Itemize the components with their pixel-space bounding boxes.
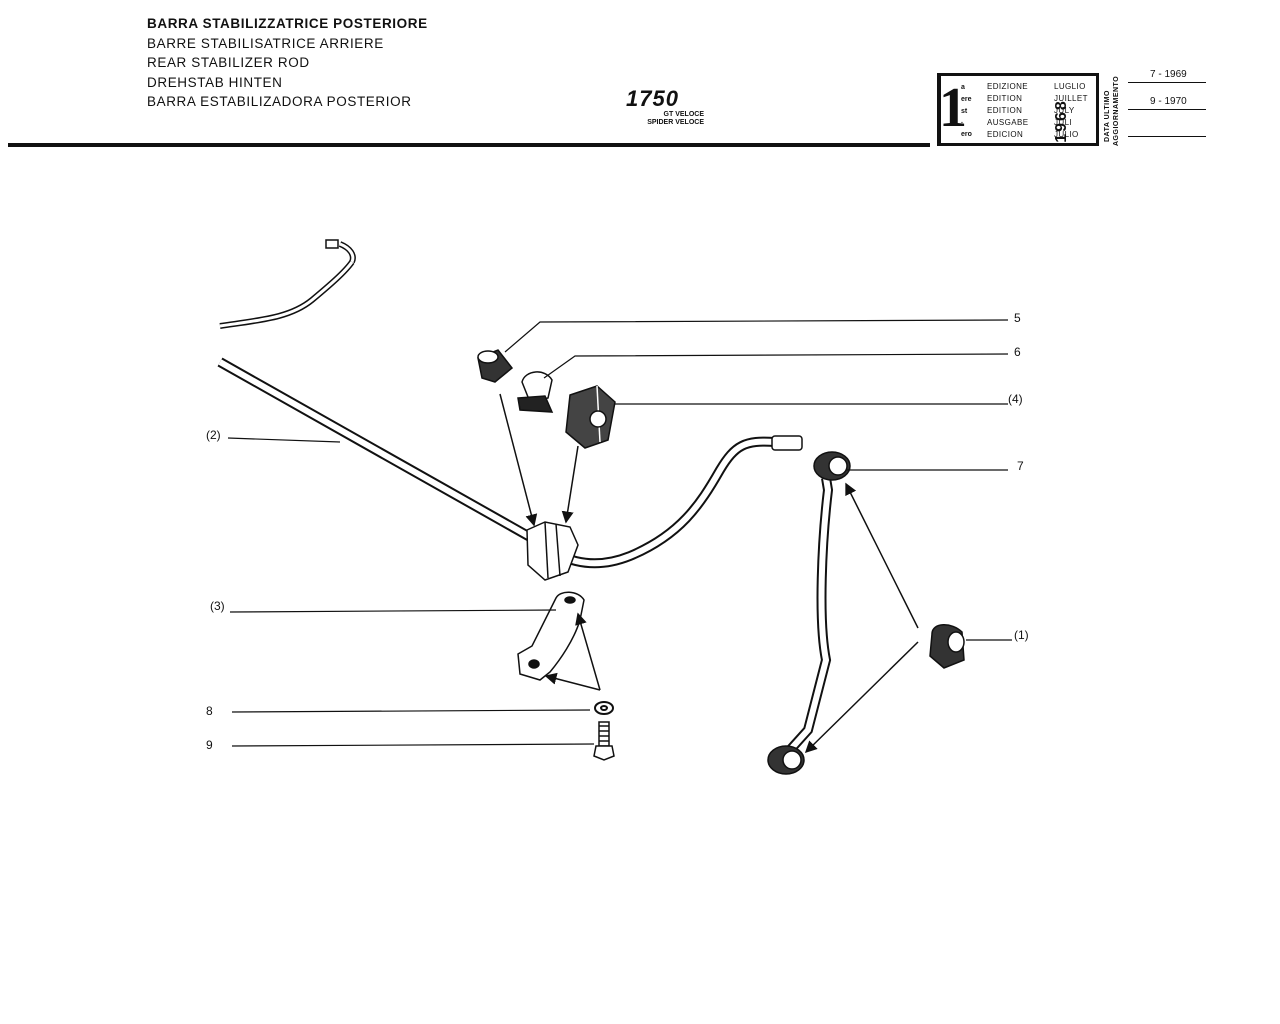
clamp-part-6	[517, 371, 554, 413]
leader-3	[229, 609, 557, 613]
edition-month: LUGLIO	[1054, 82, 1086, 91]
edition-suffix: a	[961, 84, 965, 91]
leader-8	[231, 709, 591, 713]
edition-label: EDITION	[987, 94, 1023, 103]
update-line	[1128, 109, 1206, 110]
mounted-bushing	[526, 521, 579, 581]
leader-2	[227, 437, 341, 443]
stabilizer-bar-rear-section	[219, 239, 356, 329]
bushing-part-5	[477, 349, 514, 383]
title-spanish: BARRA ESTABILIZADORA POSTERIOR	[147, 94, 412, 109]
bolt-part-9	[593, 721, 615, 761]
leader-6	[543, 353, 1009, 379]
link-part-7	[767, 451, 851, 775]
edition-numeral: 1	[939, 77, 967, 139]
callout-3: (3)	[210, 599, 225, 613]
model-variant-gt: GT VELOCE	[663, 111, 704, 118]
edition-label: EDITION	[987, 106, 1023, 115]
washer-part-8	[594, 701, 614, 715]
edition-month: JULIO	[1054, 130, 1079, 139]
bushing-part-1	[929, 624, 965, 669]
arrow-washer-to-bracket-a	[575, 612, 601, 691]
update-date: 7 - 1969	[1150, 69, 1187, 80]
edition-month: JULI	[1054, 118, 1073, 127]
title-english: REAR STABILIZER ROD	[147, 55, 310, 70]
update-date: 9 - 1970	[1150, 96, 1187, 107]
callout-2: (2)	[206, 428, 221, 442]
leader-9	[231, 743, 595, 747]
edition-month: JULY	[1054, 106, 1075, 115]
callout-8: 8	[206, 704, 213, 718]
edition-label: EDICION	[987, 130, 1024, 139]
edition-suffix: ere	[961, 96, 972, 103]
edition-label: AUSGABE	[987, 118, 1029, 127]
title-german: DREHSTAB HINTEN	[147, 74, 283, 90]
edition-box	[937, 73, 1099, 146]
header-rule	[8, 143, 930, 147]
arrow-bushing1-to-link-bottom	[804, 641, 919, 754]
stabilizer-bar	[217, 357, 803, 569]
callout-4: (4)	[1008, 392, 1023, 406]
edition-suffix: .	[961, 118, 963, 125]
model-number: 1750	[626, 86, 679, 111]
leader-lines	[227, 319, 1012, 747]
update-line	[1128, 136, 1206, 137]
edition-suffix: ero	[961, 131, 972, 138]
arrow-bushing-to-bar	[499, 393, 538, 527]
arrow-bushing4-to-bar	[561, 445, 579, 524]
bracket-part-3	[517, 591, 585, 681]
arrow-bushing1-to-link-top	[845, 482, 919, 629]
callout-5: 5	[1014, 311, 1021, 325]
leader-5	[504, 319, 1009, 353]
title-block: BARRA STABILIZZATRICE POSTERIORE BARRE S…	[147, 14, 428, 112]
callout-6: 6	[1014, 345, 1021, 359]
callout-7: 7	[1017, 459, 1024, 473]
edition-label: EDIZIONE	[987, 82, 1028, 91]
model-variant-spider: SPIDER VELOCE	[647, 119, 704, 126]
model-variants: GT VELOCE SPIDER VELOCE	[632, 111, 704, 127]
callout-1: (1)	[1014, 628, 1029, 642]
title-italian: BARRA STABILIZZATRICE POSTERIORE	[147, 16, 428, 31]
title-french: BARRE STABILISATRICE ARRIERE	[147, 35, 384, 51]
update-line	[1128, 82, 1206, 83]
bushing-part-4	[565, 385, 616, 449]
edition-suffix: st	[961, 108, 968, 115]
assembly-arrows	[499, 393, 919, 754]
edition-month: JUILLET	[1054, 94, 1088, 103]
callout-9: 9	[206, 738, 213, 752]
arrow-washer-to-bracket-b	[544, 672, 601, 691]
